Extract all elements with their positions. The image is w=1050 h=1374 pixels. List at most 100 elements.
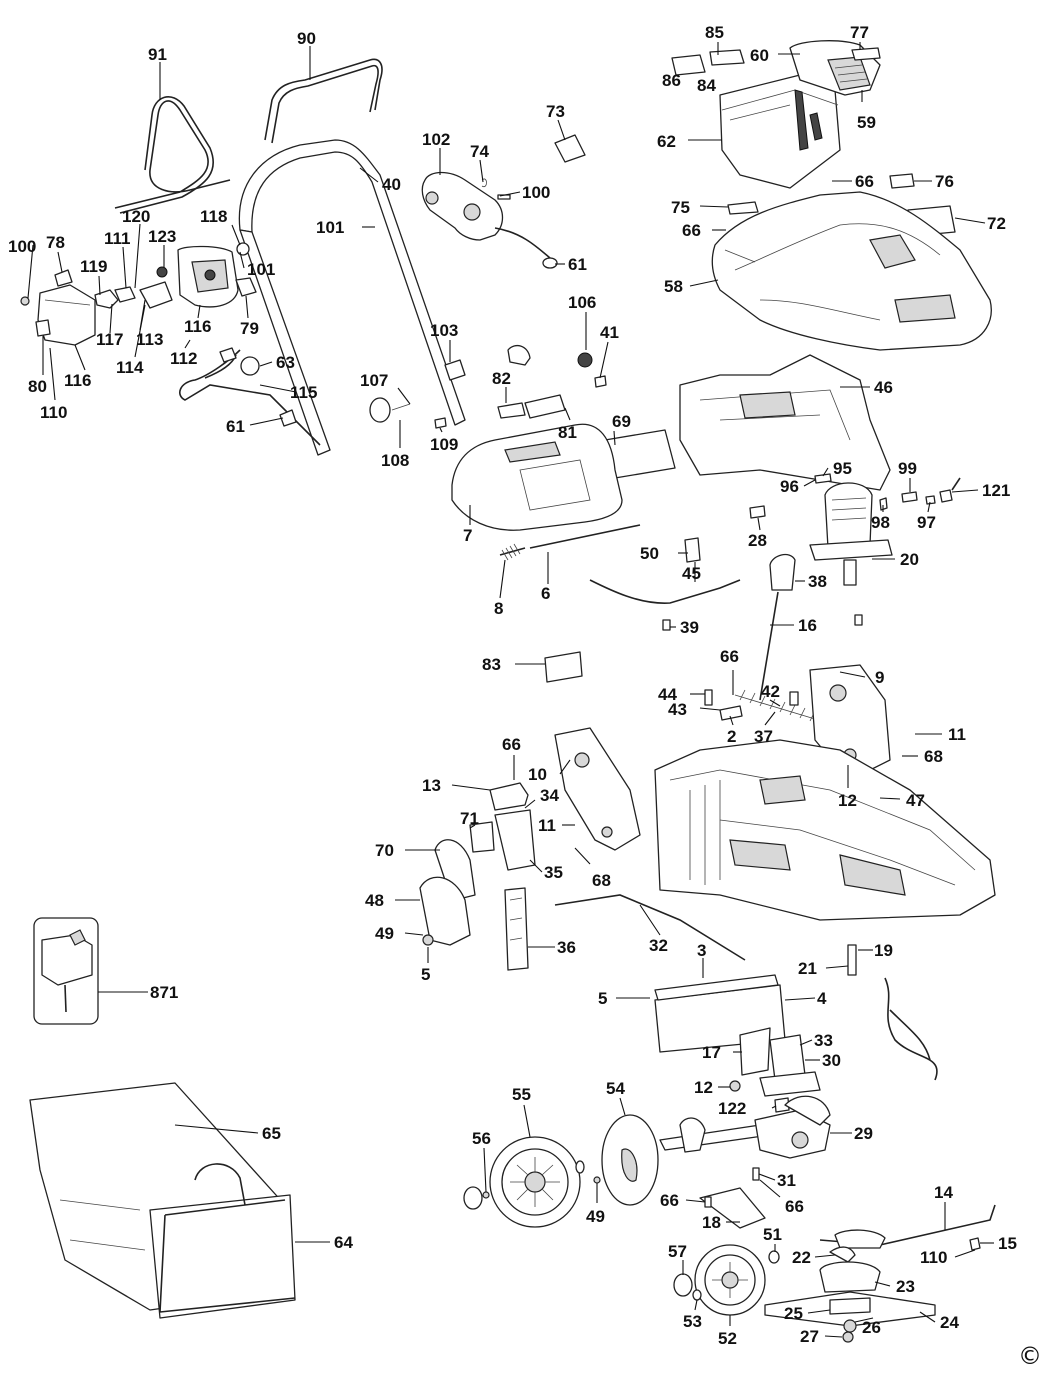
callout-34: 34 (540, 786, 559, 805)
callout-65: 65 (262, 1124, 281, 1143)
callout-106: 106 (568, 293, 596, 312)
callout-5b: 5 (598, 989, 607, 1008)
callout-62: 62 (657, 132, 676, 151)
callout-120: 120 (122, 207, 150, 226)
callout-4: 4 (817, 989, 827, 1008)
callout-35: 35 (544, 863, 563, 882)
callout-66d: 66 (502, 735, 521, 754)
callout-38: 38 (808, 572, 827, 591)
callout-85: 85 (705, 23, 724, 42)
callout-13: 13 (422, 776, 441, 795)
box-lid-part-7 (451, 423, 623, 531)
callout-96: 96 (780, 477, 799, 496)
callout-43: 43 (668, 700, 687, 719)
callout-66f: 66 (785, 1197, 804, 1216)
callout-42: 42 (761, 682, 780, 701)
callout-54: 54 (606, 1079, 625, 1098)
callout-111: 111 (104, 229, 131, 248)
callout-59: 59 (857, 113, 876, 132)
callout-122: 122 (718, 1099, 746, 1118)
handle-part-91 (114, 100, 231, 209)
callout-101b: 101 (247, 260, 275, 279)
callout-47: 47 (906, 791, 925, 810)
callout-21: 21 (798, 959, 817, 978)
callout-69: 69 (612, 412, 631, 431)
callout-10: 10 (528, 765, 547, 784)
callout-81: 81 (558, 423, 577, 442)
callout-39: 39 (680, 618, 699, 637)
gear-axle-part-29 (659, 1124, 771, 1151)
callout-79: 79 (240, 319, 259, 338)
callout-116: 116 (184, 317, 211, 336)
callout-100: 100 (522, 183, 550, 202)
callout-98: 98 (871, 513, 890, 532)
callout-871: 871 (150, 983, 178, 1002)
callout-114: 114 (116, 358, 144, 377)
callout-117: 117 (96, 330, 123, 349)
callout-99: 99 (898, 459, 917, 478)
callout-9: 9 (875, 668, 884, 687)
callout-121: 121 (982, 481, 1010, 500)
callout-23: 23 (896, 1277, 915, 1296)
callout-61: 61 (568, 255, 587, 274)
callout-26: 26 (862, 1318, 881, 1337)
callout-14: 14 (934, 1183, 953, 1202)
callout-80: 80 (28, 377, 47, 396)
callout-31: 31 (777, 1171, 796, 1190)
callout-8: 8 (494, 599, 503, 618)
deck-part-47 (654, 739, 996, 921)
callout-12: 12 (838, 791, 857, 810)
callout-11: 11 (948, 725, 966, 744)
callout-109: 109 (430, 435, 458, 454)
callout-30: 30 (822, 1051, 841, 1070)
callout-37: 37 (754, 727, 773, 746)
callout-75: 75 (671, 198, 690, 217)
callout-61b: 61 (226, 417, 245, 436)
callout-74: 74 (470, 142, 489, 161)
callout-49: 49 (375, 924, 394, 943)
copyright-mark: © (1018, 1342, 1042, 1370)
callout-44: 44 (658, 685, 677, 704)
part-drawings (20, 40, 996, 1343)
callout-118: 118 (200, 207, 227, 226)
callout-19: 19 (874, 941, 893, 960)
callout-103: 103 (430, 321, 458, 340)
callout-110: 110 (40, 403, 67, 422)
callout-52: 52 (718, 1329, 737, 1348)
callout-76: 76 (935, 172, 954, 191)
callout-90: 90 (297, 29, 316, 48)
handle-part-90 (264, 58, 383, 141)
callout-58: 58 (664, 277, 683, 296)
callout-46: 46 (874, 378, 893, 397)
callout-110b: 110 (920, 1248, 947, 1267)
callout-77: 77 (850, 23, 869, 42)
callout-5: 5 (421, 965, 430, 984)
callout-6: 6 (541, 584, 550, 603)
callout-91: 91 (148, 45, 167, 64)
switch-box-part-102 (421, 171, 504, 241)
callout-101: 101 (316, 218, 344, 237)
callout-64: 64 (334, 1233, 353, 1252)
callout-108: 108 (381, 451, 409, 470)
callout-68b: 68 (592, 871, 611, 890)
callout-72: 72 (987, 214, 1006, 233)
callout-49b: 49 (586, 1207, 605, 1226)
height-plate-part-10 (554, 727, 641, 851)
callout-112: 112 (170, 349, 197, 368)
callout-15: 15 (998, 1234, 1017, 1253)
height-lever-part-32 (554, 894, 746, 961)
callout-86: 86 (662, 71, 681, 90)
callout-55: 55 (512, 1085, 531, 1104)
motor-housing-part-46 (679, 354, 891, 491)
callout-53: 53 (683, 1312, 702, 1331)
callout-36: 36 (557, 938, 576, 957)
callout-16: 16 (798, 616, 817, 635)
callout-84: 84 (697, 76, 716, 95)
motor-part-20 (824, 482, 873, 549)
callout-32: 32 (649, 936, 668, 955)
callout-100b: 100 (8, 237, 36, 256)
callout-24: 24 (940, 1313, 959, 1332)
callout-95: 95 (833, 459, 852, 478)
callout-labels: 91 90 73 102 74 40 100 85 86 84 60 77 59… (8, 23, 1042, 1370)
callout-7: 7 (463, 526, 472, 545)
